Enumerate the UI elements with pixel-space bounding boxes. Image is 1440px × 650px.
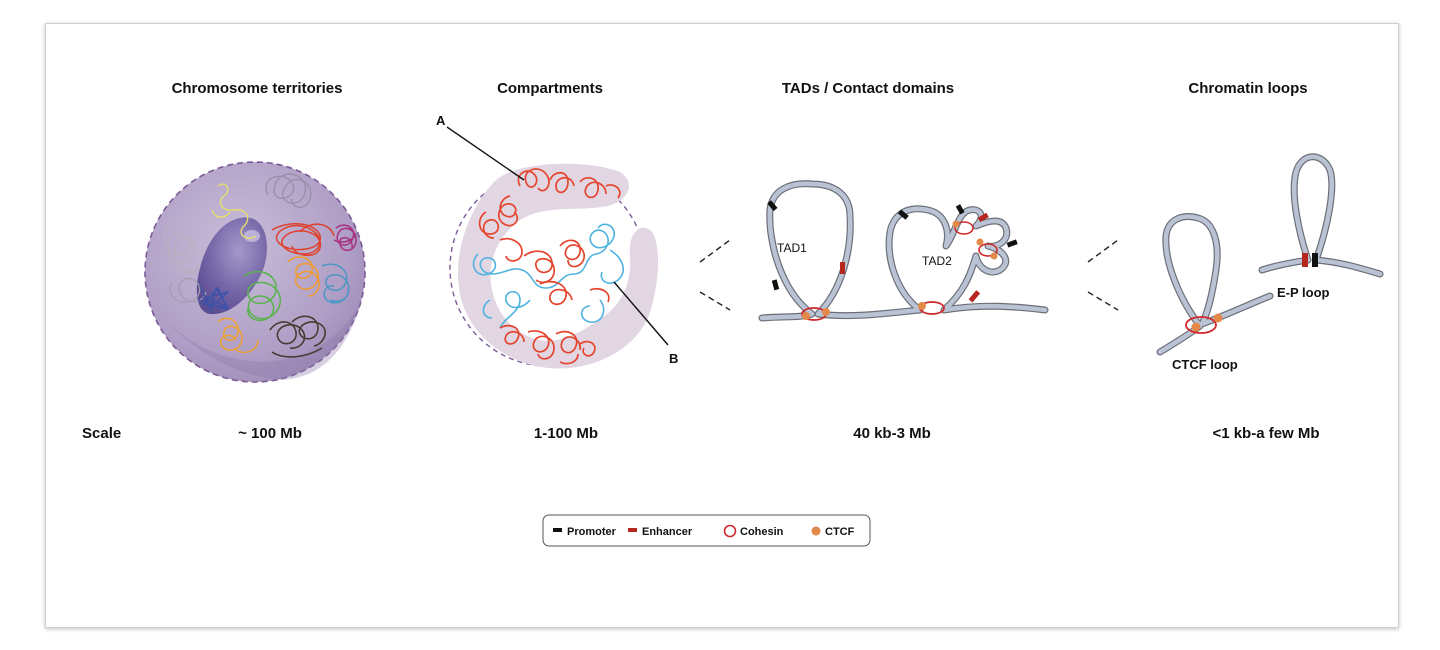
ctcf-mark bbox=[976, 238, 984, 246]
territory-green bbox=[243, 270, 281, 322]
compartments-illustration: A B bbox=[436, 113, 678, 369]
tad-fiber bbox=[759, 181, 1048, 321]
legend-ctcf-label: CTCF bbox=[825, 526, 855, 538]
compartment-label-a: A bbox=[436, 113, 446, 128]
scale-label: Scale bbox=[82, 425, 121, 442]
tad2-label: TAD2 bbox=[922, 254, 952, 268]
promoter-mark bbox=[1006, 239, 1018, 248]
title-tads: TADs / Contact domains bbox=[782, 80, 954, 97]
nucleus-illustration bbox=[144, 161, 366, 383]
ctcf-mark bbox=[990, 252, 998, 260]
scale-tads: 40 kb-3 Mb bbox=[853, 425, 931, 442]
legend-cohesin-swatch bbox=[723, 524, 737, 538]
legend-ctcf-swatch bbox=[811, 526, 821, 536]
cohesin-ring bbox=[978, 243, 998, 257]
ctcf-mark bbox=[822, 308, 830, 316]
tad1-label: TAD1 bbox=[777, 241, 807, 255]
territory-blue bbox=[197, 285, 230, 313]
ctcf-mark bbox=[802, 312, 810, 320]
territory-gold bbox=[217, 317, 259, 354]
legend-cohesin-label: Cohesin bbox=[740, 526, 784, 538]
compartment-a-chromatin bbox=[478, 168, 621, 365]
territory-grey-lower-left bbox=[169, 277, 207, 303]
title-compartments: Compartments bbox=[497, 80, 603, 97]
cohesin-ring bbox=[1185, 316, 1217, 334]
enhancer-mark bbox=[968, 290, 981, 303]
territory-orange bbox=[287, 256, 320, 297]
scale-compartments: 1-100 Mb bbox=[534, 425, 598, 442]
enhancer-mark bbox=[1302, 253, 1308, 267]
legend-enhancer-swatch bbox=[628, 528, 637, 532]
legend-promoter-swatch bbox=[553, 528, 562, 532]
ctcf-mark bbox=[1191, 322, 1201, 332]
legend-promoter-label: Promoter bbox=[567, 526, 617, 538]
scale-loops: <1 kb-a few Mb bbox=[1212, 425, 1319, 442]
pointer-line-a bbox=[446, 126, 525, 181]
ep-loop-fiber bbox=[1259, 154, 1383, 277]
compartment-shading bbox=[457, 163, 659, 369]
territory-grey-top bbox=[265, 173, 312, 208]
title-chromatin-loops: Chromatin loops bbox=[1188, 80, 1307, 97]
promoter-mark bbox=[897, 209, 909, 220]
ep-loop-label: E-P loop bbox=[1277, 285, 1330, 300]
compartment-b-chromatin bbox=[472, 223, 625, 329]
zoom-dash-upper-1 bbox=[699, 239, 731, 263]
ctcf-loop-fiber bbox=[1157, 214, 1273, 355]
zoom-dash-upper-2 bbox=[1087, 239, 1119, 263]
legend-box bbox=[542, 514, 871, 547]
zoom-dash-lower-2 bbox=[1087, 291, 1119, 311]
enhancer-mark bbox=[977, 212, 989, 223]
tads-illustration: TAD1 TAD2 bbox=[758, 180, 1049, 322]
territory-red bbox=[271, 223, 335, 257]
ctcf-loop-label: CTCF loop bbox=[1172, 357, 1238, 372]
territory-magenta bbox=[333, 224, 357, 252]
promoter-mark bbox=[1312, 253, 1318, 267]
zoom-dash-lower-1 bbox=[699, 291, 731, 311]
enhancer-mark bbox=[840, 262, 845, 274]
territory-teal bbox=[321, 263, 350, 304]
cohesin-ring bbox=[954, 221, 974, 235]
territory-yellow bbox=[211, 183, 257, 239]
scale-territories: ~ 100 Mb bbox=[238, 425, 302, 442]
ctcf-mark bbox=[918, 302, 926, 310]
ep-loop-fiber-outline bbox=[1258, 153, 1384, 278]
ctcf-mark bbox=[952, 220, 960, 228]
territory-brown bbox=[269, 315, 326, 358]
promoter-mark bbox=[955, 204, 965, 215]
pointer-line-b bbox=[613, 281, 669, 346]
legend-enhancer-label: Enhancer bbox=[642, 526, 693, 538]
territory-grey-left bbox=[164, 217, 201, 274]
compartment-label-b: B bbox=[669, 351, 678, 366]
promoter-mark bbox=[771, 279, 780, 291]
ctcf-mark bbox=[1213, 313, 1223, 323]
loops-illustration: E-P loop CTCF loop bbox=[1156, 153, 1384, 372]
title-chromosome-territories: Chromosome territories bbox=[172, 80, 343, 97]
promoter-mark bbox=[767, 200, 778, 212]
legend: Promoter Enhancer Cohesin CTCF bbox=[542, 514, 871, 547]
